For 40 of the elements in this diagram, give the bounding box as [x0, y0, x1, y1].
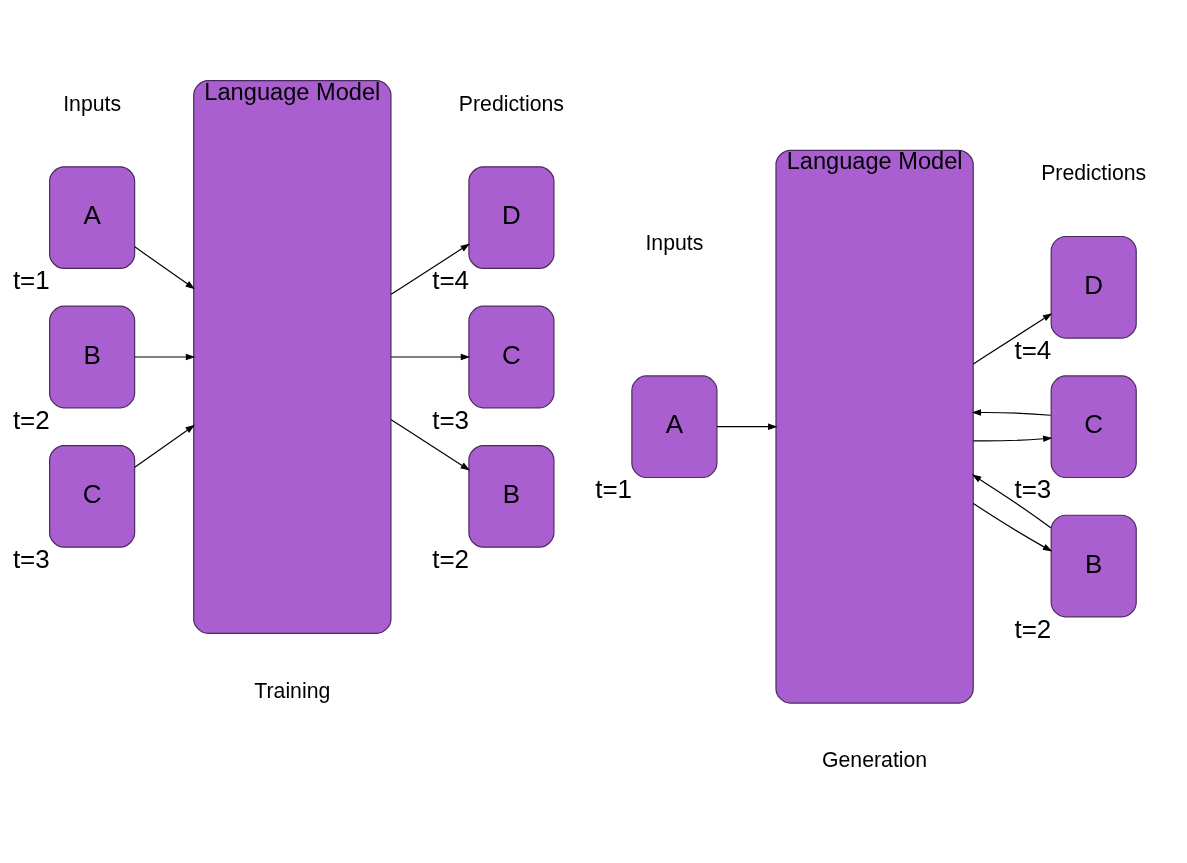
arrow [972, 312, 1053, 364]
arrow [390, 418, 470, 470]
node-box: D [1050, 235, 1137, 339]
arrow [134, 353, 196, 360]
label: Predictions [1041, 160, 1147, 185]
arrow [972, 435, 1053, 442]
arrow [134, 424, 195, 468]
node-box: A [49, 165, 136, 269]
arrow [971, 408, 1052, 416]
arrow [971, 473, 1052, 528]
label: Predictions [458, 91, 564, 116]
node-box: Language Model [775, 149, 974, 704]
node-box: B [468, 444, 555, 548]
node-label: t=3 [1014, 473, 1052, 504]
node-box: B [1050, 514, 1137, 617]
node-box: D [468, 165, 555, 269]
node-box: C [468, 305, 555, 408]
node-label: t=2 [432, 543, 469, 574]
node-label: t=1 [12, 264, 50, 295]
node-label: t=3 [432, 404, 469, 435]
arrow [972, 502, 1053, 551]
node-label: t=1 [595, 473, 632, 504]
node-box: C [1050, 374, 1137, 478]
label: Training [254, 678, 331, 703]
arrow [390, 353, 471, 360]
node-box: A [631, 374, 718, 478]
node-label: t=3 [12, 543, 50, 574]
node-box: C [49, 444, 136, 548]
arrow [390, 243, 470, 295]
node-label: t=2 [12, 404, 50, 435]
node-box: B [49, 305, 136, 408]
label: Inputs [63, 91, 122, 116]
arrow [134, 245, 195, 289]
label: Inputs [645, 230, 704, 255]
node-box: Language Model [193, 79, 392, 634]
node-label: t=4 [432, 264, 469, 295]
node-label: t=2 [1014, 613, 1052, 644]
node-label: t=4 [1014, 334, 1052, 365]
label: Generation [822, 747, 928, 772]
arrow [716, 422, 778, 430]
